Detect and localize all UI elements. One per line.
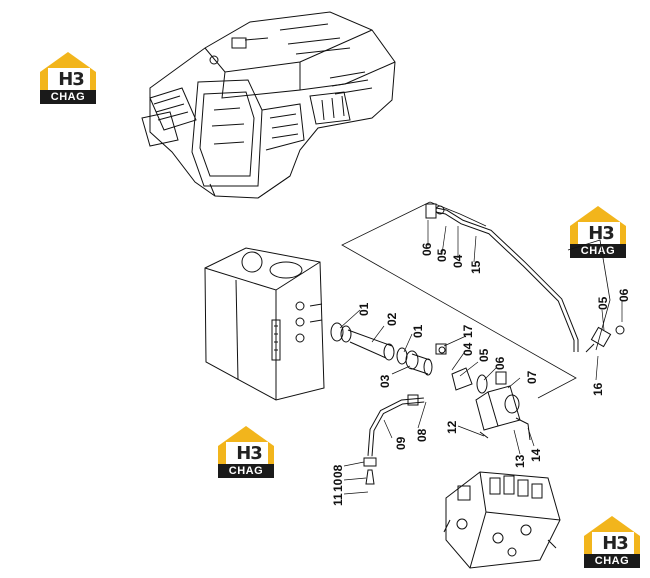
house-logo-icon bbox=[570, 206, 626, 246]
house-logo-icon bbox=[40, 52, 96, 92]
part-label: 06 bbox=[617, 288, 631, 302]
manifold-block bbox=[475, 371, 531, 441]
brand-logo-top-left: H3 CHAG bbox=[36, 48, 100, 106]
part-label: 11 bbox=[331, 493, 345, 506]
brand-logo-bottom-right: H3 CHAG bbox=[580, 512, 644, 570]
logo-caption: CHAG bbox=[570, 244, 626, 258]
logo-letters: H3 bbox=[602, 533, 629, 554]
leader-frame-lines bbox=[341, 201, 611, 399]
part-label: 04 bbox=[461, 342, 475, 356]
logo-caption: CHAG bbox=[584, 554, 640, 568]
part-label: 06 bbox=[420, 242, 434, 256]
part-label: 07 bbox=[525, 370, 539, 384]
part-label: 12 bbox=[445, 420, 459, 434]
control-valve-illustration bbox=[443, 471, 561, 569]
part-label: 05 bbox=[596, 296, 610, 310]
part-label: 01 bbox=[411, 324, 425, 338]
brand-logo-bottom-left: H3 CHAG bbox=[214, 422, 278, 480]
part-label: 04 bbox=[451, 254, 465, 268]
return-hose-09 bbox=[363, 394, 425, 485]
suction-pipe-assembly bbox=[330, 322, 488, 394]
house-logo-icon bbox=[218, 426, 274, 466]
part-label: 05 bbox=[477, 348, 491, 362]
part-label: 01 bbox=[357, 302, 371, 316]
logo-letters: H3 bbox=[236, 443, 263, 464]
excavator-body-illustration bbox=[141, 11, 396, 199]
logo-caption: CHAG bbox=[40, 90, 96, 104]
brand-logo-right: H3 CHAG bbox=[566, 202, 630, 260]
part-label: 15 bbox=[469, 260, 483, 274]
part-label: 05 bbox=[435, 248, 449, 262]
part-label: 03 bbox=[378, 374, 392, 388]
part-label: 08 bbox=[415, 428, 429, 442]
callout-leaders bbox=[339, 220, 623, 495]
part-label: 06 bbox=[493, 356, 507, 370]
logo-caption: CHAG bbox=[218, 464, 274, 478]
pressure-hose-15 bbox=[425, 203, 625, 353]
part-label: 16 bbox=[591, 382, 605, 396]
part-number-labels: 06 05 04 15 05 06 16 01 02 01 17 04 05 0… bbox=[331, 242, 631, 506]
part-label: 10 bbox=[331, 478, 345, 492]
logo-letters: H3 bbox=[588, 223, 615, 244]
part-label: 13 bbox=[513, 454, 527, 468]
part-label: 17 bbox=[461, 324, 475, 338]
part-label: 09 bbox=[394, 436, 408, 450]
part-label: 02 bbox=[385, 312, 399, 326]
house-logo-icon bbox=[584, 516, 640, 556]
logo-letters: H3 bbox=[58, 69, 85, 90]
part-label: 08 bbox=[331, 464, 345, 478]
hydraulic-tank-illustration bbox=[204, 247, 325, 401]
part-label: 14 bbox=[529, 448, 543, 462]
